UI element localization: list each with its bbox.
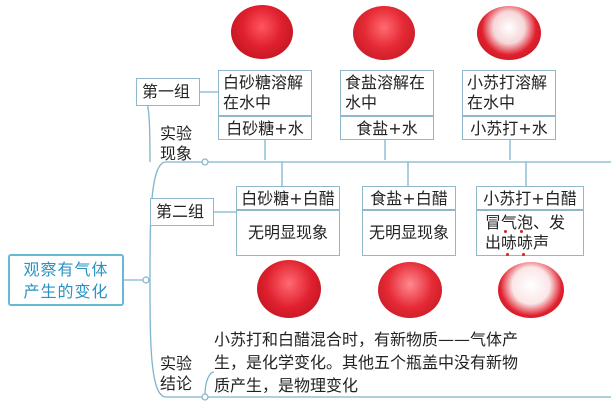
- root-line-1: 观察有气体: [23, 260, 109, 279]
- bottle-cap-image-baking-soda-water: [477, 6, 541, 60]
- group1-label: 第一组: [136, 78, 200, 106]
- group2-item3-result: 冒气泡、发 出哧哧声: [476, 210, 584, 256]
- phenomenon-label: 实验 现象: [160, 124, 192, 164]
- group2-item1-formula-text: 白砂糖+白醋: [241, 189, 335, 208]
- group2-label-text: 第二组: [156, 202, 205, 221]
- emphasis-dot: [506, 253, 509, 256]
- emphasis-dot: [504, 230, 507, 233]
- emphasis-dot: [522, 253, 525, 256]
- bottle-cap-image-salt-water: [353, 6, 415, 60]
- conclusion-line2: 生，是化学变化。其他五个瓶盖中没有新物: [214, 353, 519, 372]
- group1-label-text: 第一组: [142, 82, 191, 101]
- group1-item2-desc: 食盐溶解在 水中: [340, 70, 434, 116]
- conclusion-text: 小苏打和白醋混合时，有新物质——气体产 生，是化学变化。其他五个瓶盖中没有新物 …: [214, 328, 518, 397]
- group2-item3-formula-text: 小苏打+白醋: [483, 189, 577, 208]
- group1-item1-desc-line1: 白砂糖溶解: [223, 73, 304, 92]
- bottle-cap-image-sugar-vinegar: [257, 260, 321, 318]
- group1-item1-formula-text: 白砂糖+水: [226, 119, 304, 138]
- group2-item3-formula: 小苏打+白醋: [476, 186, 584, 210]
- conclusion-label: 实验 结论: [160, 354, 192, 394]
- group2-item1-result-text: 无明显现象: [247, 223, 328, 242]
- bottle-cap-image-sugar-water: [231, 5, 293, 59]
- group2-label: 第二组: [150, 198, 214, 226]
- group1-item1-desc-line2: 在水中: [223, 93, 272, 112]
- emphasis-dot: [520, 230, 523, 233]
- group1-item3-desc-line2: 在水中: [467, 93, 516, 112]
- group1-item3-desc: 小苏打溶解 在水中: [462, 70, 556, 116]
- group1-item2-formula-text: 食盐+水: [356, 119, 418, 138]
- group2-item3-result-line1: 冒气泡、发: [485, 213, 566, 232]
- group1-item3-formula: 小苏打+水: [462, 116, 556, 140]
- group2-item2-formula-text: 食盐+白醋: [370, 189, 448, 208]
- conclusion-line1: 小苏打和白醋混合时，有新物质——气体产: [214, 330, 519, 349]
- group1-item2-desc-line2: 水中: [345, 93, 378, 112]
- bottle-cap-image-salt-vinegar: [378, 262, 442, 318]
- group2-item2-result: 无明显现象: [362, 210, 456, 256]
- group1-item3-desc-line1: 小苏打溶解: [467, 73, 548, 92]
- group1-item2-desc-line1: 食盐溶解在: [345, 73, 426, 92]
- phenomenon-label-line2: 现象: [160, 144, 193, 163]
- group2-item2-formula: 食盐+白醋: [362, 186, 456, 210]
- group2-item1-result: 无明显现象: [236, 210, 340, 256]
- phenomenon-label-line1: 实验: [160, 124, 193, 143]
- group1-item1-desc: 白砂糖溶解 在水中: [218, 70, 312, 116]
- conclusion-label-line2: 结论: [160, 374, 193, 393]
- group2-item2-result-text: 无明显现象: [368, 223, 449, 242]
- conclusion-line3: 质产生，是物理变化: [214, 376, 359, 395]
- group1-item3-formula-text: 小苏打+水: [470, 119, 548, 138]
- conclusion-label-line1: 实验: [160, 354, 193, 373]
- bottle-cap-image-baking-soda-vinegar: [498, 262, 564, 318]
- group1-item1-formula: 白砂糖+水: [218, 116, 312, 140]
- root-node: 观察有气体 产生的变化: [8, 254, 124, 306]
- root-line-2: 产生的变化: [23, 282, 109, 301]
- group2-item3-result-line2: 出哧哧声: [485, 233, 550, 252]
- group1-item2-formula: 食盐+水: [340, 116, 434, 140]
- group2-item1-formula: 白砂糖+白醋: [236, 186, 340, 210]
